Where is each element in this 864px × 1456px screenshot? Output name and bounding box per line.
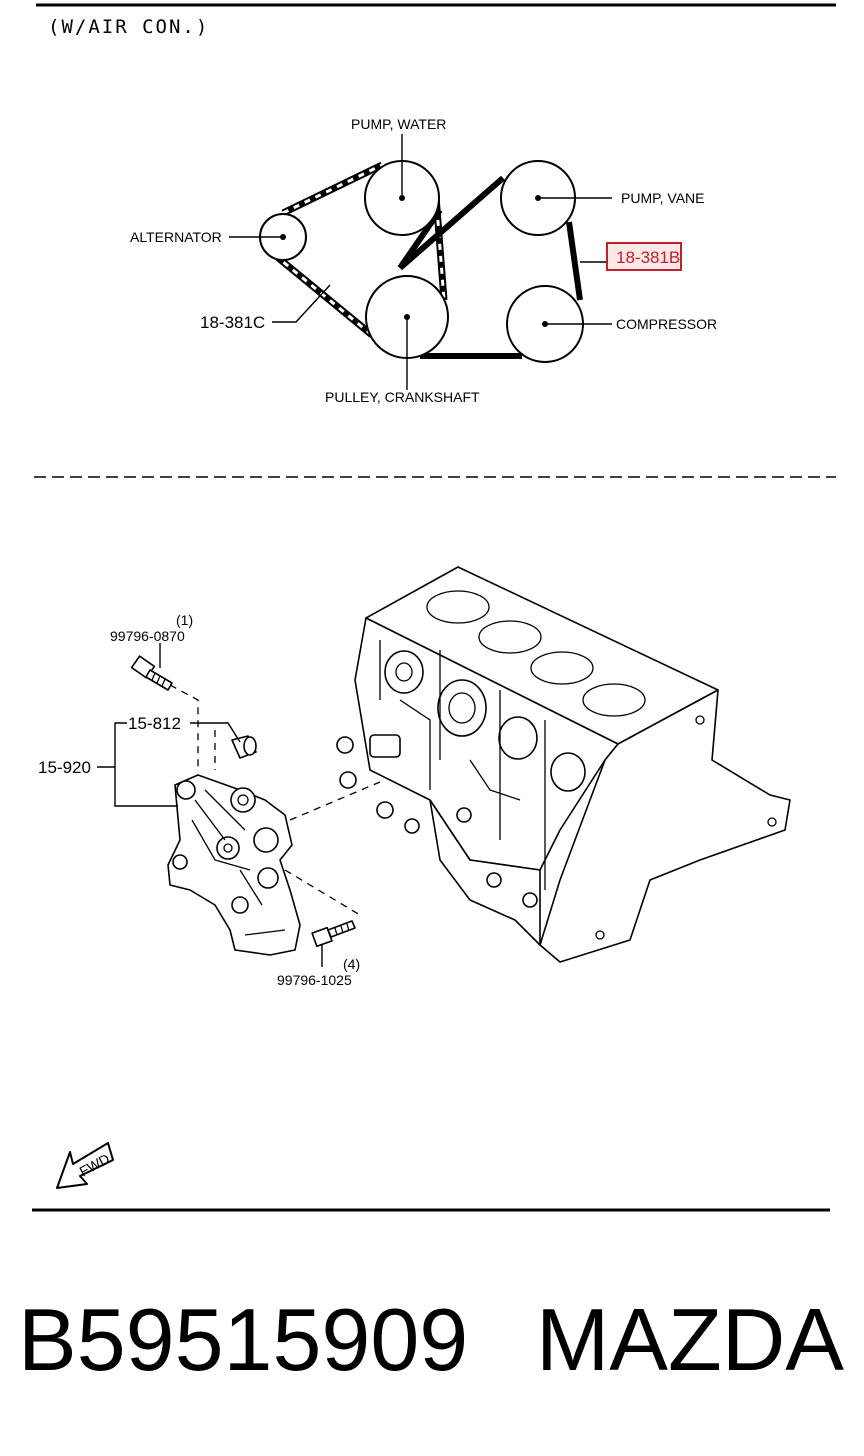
cylinder-bore bbox=[426, 590, 490, 624]
label-water-pump: PUMP, WATER bbox=[351, 116, 446, 132]
fwd-arrow-icon: FWD bbox=[56, 1142, 114, 1189]
cylinder-bore bbox=[582, 683, 646, 717]
bracket-assembly: (1) 99796-0870 15-812 15-920 (4) 99796-1… bbox=[38, 612, 381, 988]
label-bolt-bottom-part: 99796-1025 bbox=[277, 972, 352, 988]
label-bracket: 15-920 bbox=[38, 758, 91, 777]
bolt-99796-0870 bbox=[130, 655, 173, 691]
part-number: B59515909 bbox=[18, 1290, 468, 1389]
label-belt-b[interactable]: 18-381B bbox=[616, 248, 680, 267]
label-bolt-top-qty: (1) bbox=[176, 612, 193, 628]
label-crankshaft: PULLEY, CRANKSHAFT bbox=[325, 389, 480, 405]
highlight-box[interactable] bbox=[606, 242, 682, 271]
label-bushing: 15-812 bbox=[128, 714, 181, 733]
label-bolt-top-part: 99796-0870 bbox=[110, 628, 185, 644]
brand-name: MAZDA bbox=[536, 1290, 844, 1389]
cylinder-bore bbox=[478, 620, 542, 654]
bolt-99796-1025 bbox=[311, 920, 356, 948]
label-bolt-bottom-qty: (4) bbox=[343, 956, 360, 972]
label-alternator: ALTERNATOR bbox=[130, 229, 222, 245]
variant-heading: (W/AIR CON.) bbox=[48, 16, 209, 38]
label-belt-c: 18-381C bbox=[200, 313, 265, 332]
label-vane-pump: PUMP, VANE bbox=[621, 190, 705, 206]
bushing-15-812 bbox=[231, 735, 257, 759]
label-compressor: COMPRESSOR bbox=[616, 316, 717, 332]
cylinder-bore bbox=[530, 651, 594, 685]
engine-block bbox=[336, 566, 791, 963]
belt-18-381B bbox=[398, 175, 583, 359]
belt-routing-diagram: PUMP, WATER PUMP, VANE ALTERNATOR 18-381… bbox=[130, 116, 717, 405]
